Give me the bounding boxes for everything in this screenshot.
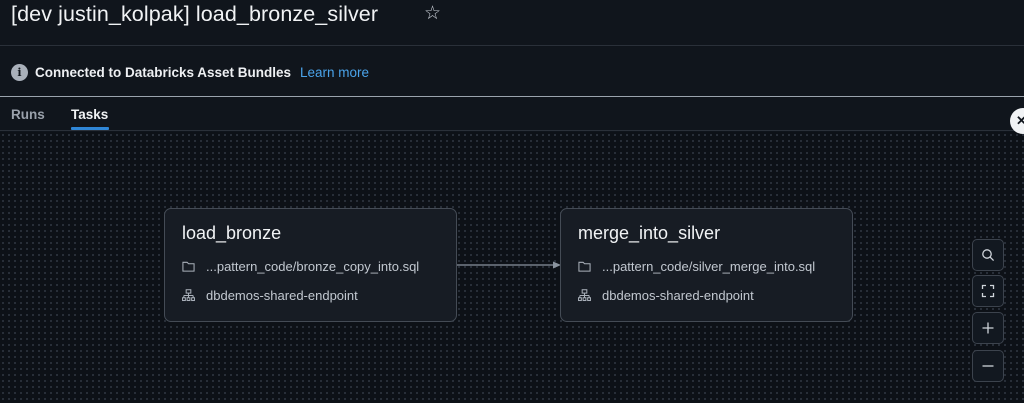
page-header: [dev justin_kolpak] load_bronze_silver ☆	[0, 0, 1024, 46]
page-title: [dev justin_kolpak] load_bronze_silver	[11, 2, 379, 26]
learn-more-link[interactable]: Learn more	[300, 65, 370, 80]
star-icon[interactable]: ☆	[424, 3, 442, 24]
task-title: merge_into_silver	[578, 223, 721, 243]
task-path: ...pattern_code/bronze_copy_into.sql	[206, 259, 420, 274]
info-banner: i Connected to Databricks Asset Bundles …	[0, 47, 1024, 97]
task-path-row: ...pattern_code/bronze_copy_into.sql	[182, 259, 419, 274]
zoom-out-icon	[982, 365, 994, 367]
task-node-merge-into-silver[interactable]: merge_into_silver ...pattern_code/silver…	[560, 208, 853, 322]
zoom-out-button[interactable]	[972, 350, 1004, 382]
tab-bar: Runs Tasks	[0, 98, 1024, 131]
fit-view-button[interactable]	[972, 275, 1004, 307]
search-icon	[982, 249, 995, 262]
folder-icon	[182, 261, 195, 272]
active-tab-indicator	[71, 127, 109, 130]
task-node-load-bronze[interactable]: load_bronze ...pattern_code/bronze_copy_…	[164, 208, 457, 322]
fit-view-icon	[981, 284, 995, 298]
tab-runs[interactable]: Runs	[11, 107, 45, 122]
task-dependency-edge	[457, 261, 561, 269]
zoom-in-icon	[982, 322, 994, 334]
banner-text: Connected to Databricks Asset Bundles	[35, 65, 292, 80]
tab-tasks[interactable]: Tasks	[71, 107, 109, 122]
task-path-row: ...pattern_code/silver_merge_into.sql	[578, 259, 815, 274]
task-endpoint: dbdemos-shared-endpoint	[602, 288, 754, 303]
close-icon[interactable]: ✕	[1010, 108, 1024, 134]
task-endpoint-row: dbdemos-shared-endpoint	[578, 288, 754, 303]
dag-canvas[interactable]: load_bronze ...pattern_code/bronze_copy_…	[0, 132, 1024, 403]
endpoint-icon	[182, 289, 195, 302]
info-icon: i	[11, 64, 28, 81]
task-endpoint-row: dbdemos-shared-endpoint	[182, 288, 358, 303]
zoom-in-button[interactable]	[972, 312, 1004, 344]
search-button[interactable]	[972, 239, 1004, 271]
task-path: ...pattern_code/silver_merge_into.sql	[602, 259, 816, 274]
endpoint-icon	[578, 289, 591, 302]
folder-icon	[578, 261, 591, 272]
task-endpoint: dbdemos-shared-endpoint	[206, 288, 358, 303]
task-title: load_bronze	[182, 223, 282, 243]
